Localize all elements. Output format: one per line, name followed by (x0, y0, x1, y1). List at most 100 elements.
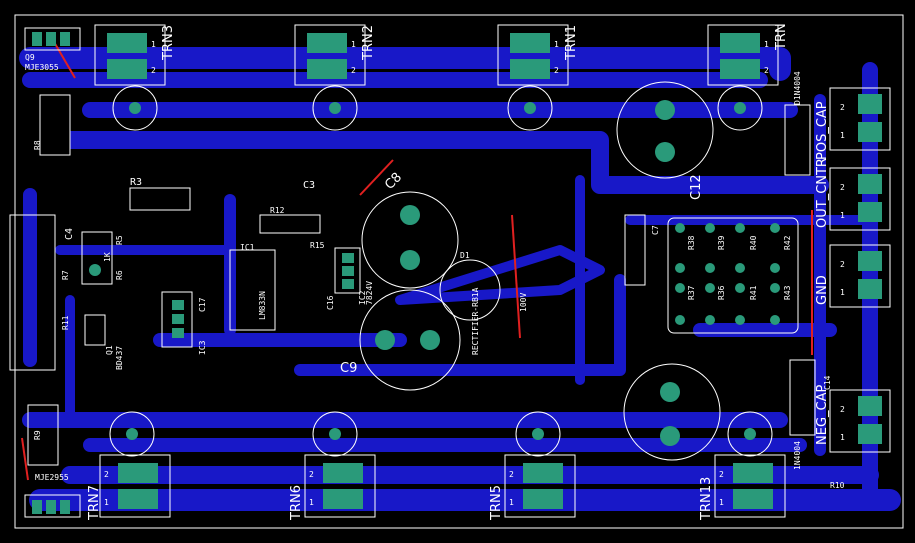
pin-1: 1 (104, 498, 109, 507)
pin-2: 2 (509, 470, 514, 479)
pin-2: 2 (840, 183, 845, 192)
r8-label: R8 (33, 140, 42, 150)
pin-1: 1 (840, 131, 845, 140)
r10-label: R10 (830, 481, 845, 490)
pin-2: 2 (719, 470, 724, 479)
pin-1: 1 (151, 40, 156, 49)
pin-2: 2 (840, 260, 845, 269)
pin-1: 1 (309, 498, 314, 507)
right-connectors: 2 1 POS_CAP 2 1 OUT_CNTR 2 1 GND 2 1 NEG_CAP (815, 87, 891, 453)
ic1-part: LM833N (258, 291, 267, 320)
connector-trn5-label: TRN5 (489, 485, 504, 521)
resistor-array-pads (675, 223, 780, 325)
bottom-transistor-part: MJE2955 (35, 473, 69, 482)
r6-label: R6 (115, 270, 124, 280)
ic2-part: 7824V (365, 281, 374, 305)
ic1-label: IC1 (240, 243, 255, 252)
connector-trn1-label: TRN1 (564, 25, 579, 61)
d1-voltage: 100V (519, 293, 528, 312)
pin-2: 2 (309, 470, 314, 479)
ic1: IC1 LM833N (229, 243, 276, 331)
pin-1: 1 (840, 433, 845, 442)
copper-traces (19, 47, 901, 511)
connector-trn7-label: TRN7 (87, 485, 102, 521)
q9-label: Q9 (25, 53, 35, 62)
top-diode-part: D1N4004 (793, 71, 802, 105)
q1-label: Q1 (105, 345, 114, 355)
c8-label: C8 (382, 170, 405, 193)
pin-2: 2 (840, 405, 845, 414)
connector-trn6-label: TRN6 (289, 485, 304, 521)
r40-label: R40 (749, 235, 758, 250)
connector-pos-cap-label: POS_CAP (815, 101, 830, 160)
q1-part: BD437 (115, 346, 124, 370)
pin-2: 2 (104, 470, 109, 479)
r42-label: R42 (783, 235, 792, 250)
c17-label: C17 (198, 297, 207, 312)
ic3-label: IC3 (198, 340, 207, 355)
connector-trn13-label: TRN13 (699, 477, 714, 521)
connector-neg-cap-label: NEG_CAP (815, 385, 830, 445)
c16-label: C16 (326, 295, 335, 310)
r9-label: R9 (33, 430, 42, 440)
c4-label: C4 (64, 228, 75, 240)
pin-1: 1 (509, 498, 514, 507)
c3-label: C3 (303, 180, 315, 191)
pin-1: 1 (554, 40, 559, 49)
r43-label: R43 (783, 285, 792, 300)
pin-2: 2 (764, 66, 769, 75)
mounting-resistors (109, 85, 773, 457)
r36-label: R36 (717, 285, 726, 300)
pin-2: 2 (351, 66, 356, 75)
pin-1: 1 (764, 40, 769, 49)
transistor-q9: Q9 MJE3055 (24, 27, 81, 72)
pin-2: 2 (554, 66, 559, 75)
d1-part: RECTIFIER-RB1A (471, 287, 480, 355)
ic3: IC3 (161, 291, 207, 355)
top-connectors: 1 2 TRN3 1 2 TRN2 1 2 TRN1 1 2 TRN (94, 23, 789, 86)
connector-trn3-label: TRN3 (161, 25, 176, 61)
trimmer-value: 1K (103, 252, 112, 262)
resistor-array (667, 217, 799, 334)
r38-label: R38 (687, 235, 696, 250)
rectifier-d1: D1 RECTIFIER-RB1A 100V (439, 251, 528, 355)
r41-label: R41 (749, 285, 758, 300)
connector-gnd-label: GND (815, 275, 830, 305)
d1-label: D1 (460, 251, 470, 260)
trimmer-pot: 1K (81, 231, 113, 285)
r39-label: R39 (717, 235, 726, 250)
capacitor-c4-outline (9, 214, 56, 371)
r7-label: R7 (61, 270, 70, 280)
pin-1: 1 (351, 40, 356, 49)
pin-2: 2 (840, 103, 845, 112)
r12-label: R12 (270, 206, 285, 215)
pin-1: 1 (840, 288, 845, 297)
capacitor-pads (375, 100, 680, 446)
ic2-label: IC2 (358, 290, 367, 305)
transistor-q1: Q1 BD437 (84, 314, 124, 370)
r15-label: R15 (310, 241, 325, 250)
c7-label: C7 (651, 225, 660, 235)
bottom-diode-part: 1N4004 (793, 441, 802, 470)
ic2: 7824V IC2 (334, 247, 374, 305)
transistor-bottom: MJE2955 (24, 473, 81, 518)
mounting-resistor-pads (126, 102, 756, 440)
r11-label: R11 (61, 315, 70, 330)
connector-trn-label: TRN (774, 23, 789, 51)
axial-resistors (27, 94, 816, 466)
q9-part: MJE3055 (25, 63, 59, 72)
connector-trn2-label: TRN2 (361, 25, 376, 61)
board-outline (14, 14, 904, 529)
r37-label: R37 (687, 285, 696, 300)
c14-label: C14 (823, 375, 832, 390)
c9-label: C9 (340, 361, 357, 376)
connector-out-cntr-label: OUT_CNTR (815, 158, 830, 228)
r5-label: R5 (115, 235, 124, 245)
r3-label: R3 (130, 177, 142, 188)
c12-label: C12 (689, 174, 704, 200)
pin-2: 2 (151, 66, 156, 75)
electrolytic-capacitors (359, 81, 721, 461)
pin-1: 1 (840, 211, 845, 220)
bottom-connectors: 21 TRN7 21 TRN6 21 TRN5 21 TRN13 (87, 454, 786, 521)
